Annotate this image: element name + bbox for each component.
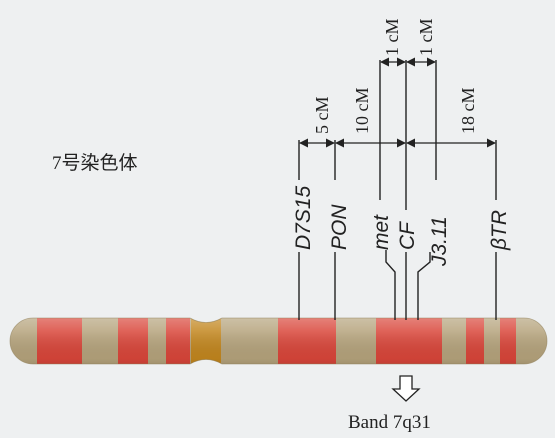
band-pointer-arrow-icon: [391, 375, 421, 402]
marker-line-met: [385, 250, 396, 320]
distance-label-1cm-b: 1 cM: [416, 19, 436, 57]
marker-group: D7S15 PON met CF J3.11 βTR: [292, 60, 511, 320]
marker-label-pon: PON: [328, 204, 351, 250]
distance-group: 5 cM 10 cM 1 cM 1 cM 18 cM: [299, 19, 496, 148]
chromosome-7: [9, 317, 548, 365]
marker-label-d7s15: D7S15: [292, 185, 315, 250]
chromosome-label: 7号染色体: [52, 153, 138, 174]
distance-label-10cm: 10 cM: [352, 88, 372, 135]
distance-label-1cm-a: 1 cM: [382, 19, 402, 57]
marker-label-btr: βTR: [488, 210, 511, 251]
chromosome-shading: [10, 318, 547, 364]
distance-label-5cm: 5 cM: [312, 97, 332, 135]
distance-label-18cm: 18 cM: [458, 88, 478, 135]
marker-label-cf: CF: [396, 221, 419, 250]
marker-label-met: met: [370, 214, 393, 250]
marker-line-j311: [417, 252, 431, 320]
band-label: Band 7q31: [348, 412, 431, 433]
marker-label-j311: J3.11: [428, 216, 451, 267]
